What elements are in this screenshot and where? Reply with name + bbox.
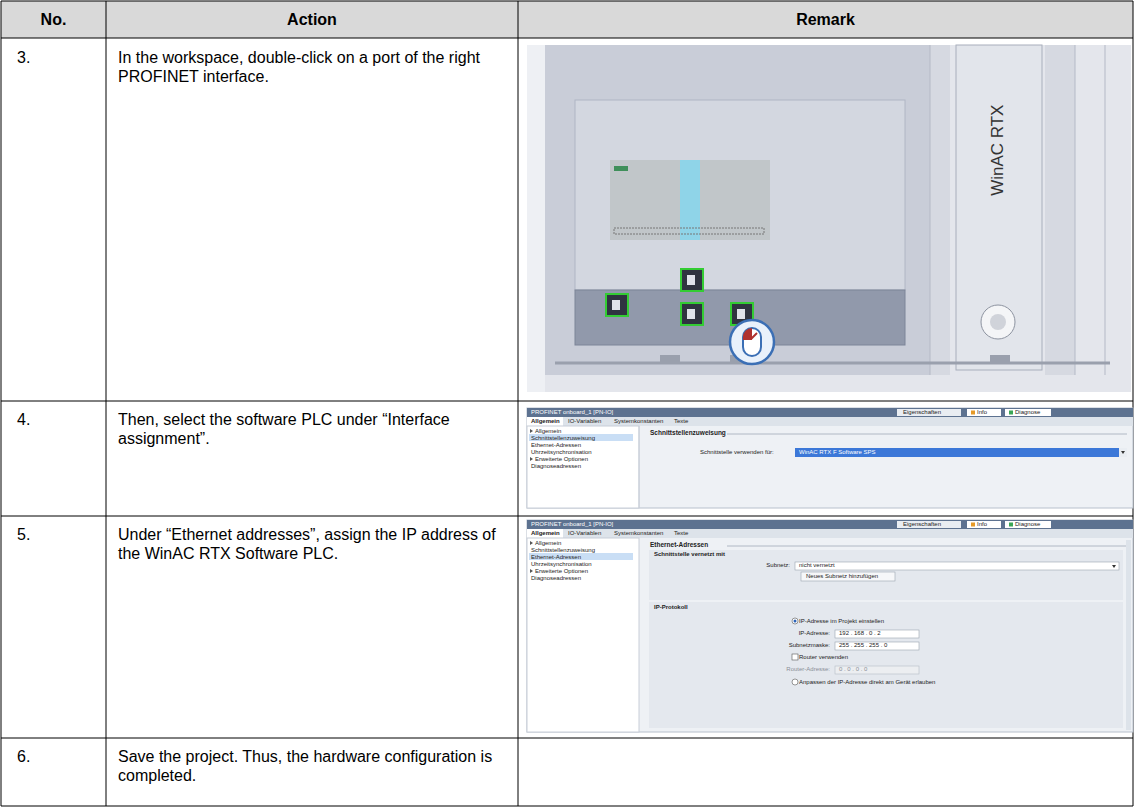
table-header: Action: [106, 10, 518, 29]
group-heading: IP-Protokoll: [654, 604, 688, 611]
section-heading: Ethernet-Adressen: [650, 541, 708, 548]
ip-field: 192 . 168 . 0 . 2: [839, 630, 881, 637]
window-title: PROFINET onboard_1 [PN-IO]: [531, 409, 613, 416]
nav-item: Erweiterte Optionen: [535, 568, 588, 575]
properties-screenshot: [527, 520, 1133, 732]
nav-item: Diagnoseadressen: [531, 575, 581, 582]
button-label: Neues Subnetz hinzufügen: [806, 573, 878, 580]
ip-field: 0 . 0 . 0 . 0: [839, 666, 867, 673]
action-text: Save the project. Thus, the hardware con…: [118, 747, 508, 785]
nav-item: Allgemein: [535, 428, 561, 435]
module-name: WinAC RTX: [988, 90, 1008, 210]
tab-label: IO-Variablen: [568, 418, 601, 425]
checkbox-label: Router verwenden: [799, 654, 848, 661]
tab-label: Allgemein: [531, 418, 560, 425]
properties-screenshot: [527, 408, 1133, 508]
field-label: IP-Adresse:: [760, 630, 830, 637]
nav-item: Schnittstellenzuweisung: [531, 435, 595, 442]
pane-tab: Diagnose: [1015, 521, 1040, 528]
table-header: Remark: [518, 10, 1133, 29]
tab-label: Allgemein: [531, 530, 560, 537]
window-title: PROFINET onboard_1 [PN-IO]: [531, 521, 613, 528]
tab-label: Systemkonstanten: [614, 418, 663, 425]
step-number: 4.: [17, 410, 97, 429]
nav-item: Uhrzeitsynchronisation: [531, 561, 592, 568]
nav-item: Allgemein: [535, 540, 561, 547]
action-text: Under “Ethernet addresses”, assign the I…: [118, 525, 508, 563]
tab-label: IO-Variablen: [568, 530, 601, 537]
header-band: [1, 1, 1133, 38]
pane-tab: Eigenschaften: [903, 521, 941, 528]
pane-tab: Diagnose: [1015, 409, 1040, 416]
pane-tab: Info: [977, 521, 987, 528]
nav-item: Erweiterte Optionen: [535, 456, 588, 463]
group-heading: Schnittstelle vernetzt mit: [654, 551, 725, 558]
pane-tab: Info: [977, 409, 987, 416]
dropdown-value: WinAC RTX F Software SPS: [799, 449, 876, 456]
step-number: 3.: [17, 48, 97, 67]
nav-item: Schnittstellenzuweisung: [531, 547, 595, 554]
action-text: Then, select the software PLC under “Int…: [118, 410, 508, 448]
radio-label: Anpassen der IP-Adresse direkt am Gerät …: [799, 679, 935, 686]
pane-tab: Eigenschaften: [903, 409, 941, 416]
nav-item: Uhrzeitsynchronisation: [531, 449, 592, 456]
nav-item: Diagnoseadressen: [531, 463, 581, 470]
field-label: Subnetz:: [748, 562, 790, 569]
nav-item: Ethernet-Adressen: [531, 442, 581, 449]
tab-label: Systemkonstanten: [614, 530, 663, 537]
field-label: Subnetzmaske:: [760, 642, 830, 649]
field-label: Router-Adresse:: [760, 666, 830, 673]
step-number: 5.: [17, 525, 97, 544]
tab-label: Texte: [674, 530, 688, 537]
mouse-icon: [730, 320, 774, 364]
table-header: No.: [1, 10, 106, 29]
action-text: In the workspace, double-click on a port…: [118, 48, 508, 86]
step-number: 6.: [17, 747, 97, 766]
tab-label: Texte: [674, 418, 688, 425]
nav-item: Ethernet-Adressen: [531, 554, 581, 561]
ip-field: 255 . 255 . 255 . 0: [839, 642, 887, 649]
field-label: Schnittstelle verwenden für:: [700, 449, 774, 456]
radio-label: IP-Adresse im Projekt einstellen: [799, 618, 884, 625]
device-view-screenshot: [527, 45, 1131, 392]
section-heading: Schnittstellenzuweisung: [650, 429, 726, 436]
dropdown-value: nicht vernetzt: [799, 562, 835, 569]
